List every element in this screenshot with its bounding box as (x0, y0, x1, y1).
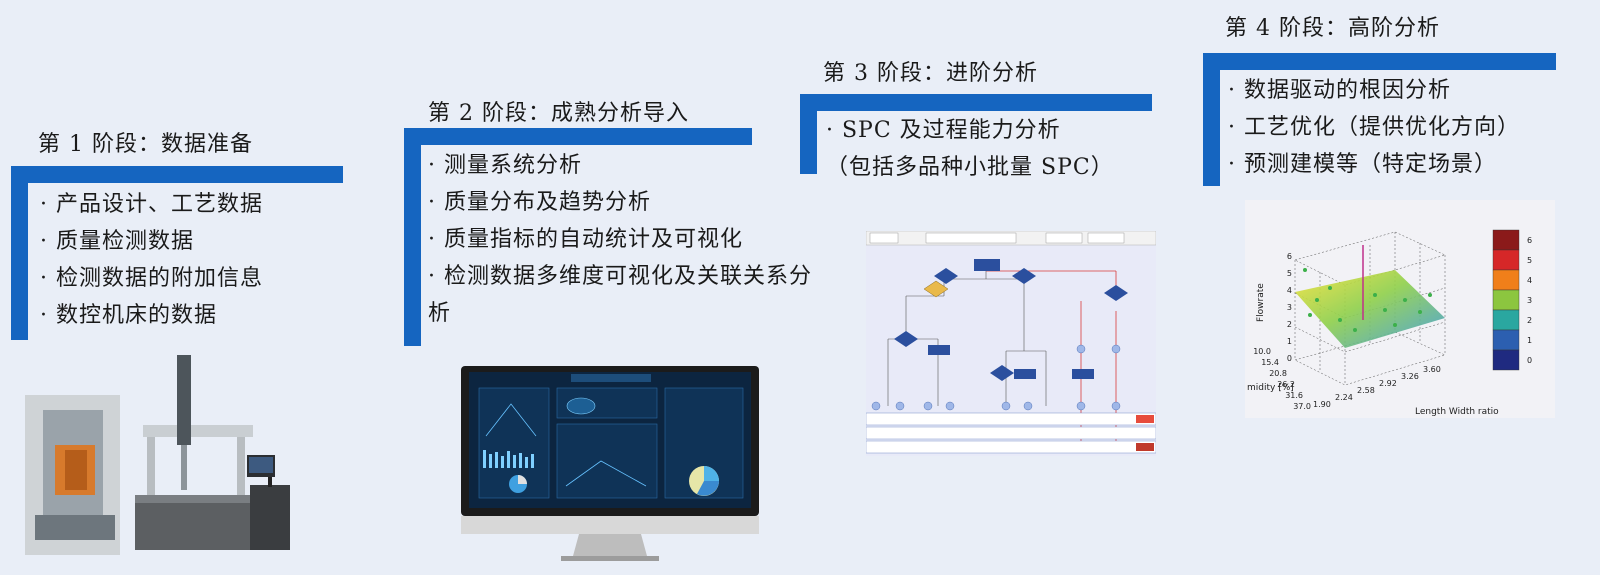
y-tick: 26.2 (1277, 380, 1295, 389)
stage-3-hbar (800, 94, 1152, 111)
x-tick: 2.92 (1379, 379, 1397, 388)
stage-1-hbar (11, 166, 343, 183)
colorbar-swatch (1492, 269, 1520, 291)
z-tick: 4 (1287, 286, 1292, 295)
x-tick: 3.26 (1401, 372, 1419, 381)
y-tick: 31.6 (1285, 391, 1303, 400)
stage-2-item: · 检测数据多维度可视化及关联关系分析 (428, 264, 812, 326)
z-tick: 1 (1287, 337, 1292, 346)
stage-4-item: · 预测建模等（特定场景） (1228, 152, 1497, 177)
stage-2-item: · 质量指标的自动统计及可视化 (428, 227, 743, 252)
stage-3-item: （包括多品种小批量 SPC） (826, 155, 1114, 180)
stage-2-hbar (404, 128, 752, 145)
y-tick: 10.0 (1253, 347, 1271, 356)
colorbar-label: 1 (1527, 336, 1532, 345)
colorbar-label: 2 (1527, 316, 1532, 325)
colorbar-label: 5 (1527, 256, 1532, 265)
stage-3-items: · SPC 及过程能力分析 （包括多品种小批量 SPC） (826, 112, 1114, 186)
machine-photo (25, 350, 297, 555)
stage-1-items: · 产品设计、工艺数据 · 质量检测数据 · 检测数据的附加信息 · 数控机床的… (40, 186, 263, 334)
colorbar-label: 0 (1527, 356, 1532, 365)
stage-1-item: · 检测数据的附加信息 (40, 266, 263, 291)
dashboard-monitor (461, 366, 759, 561)
stage-1-vbar (11, 166, 28, 340)
stage-4-item: · 数据驱动的根因分析 (1228, 78, 1451, 103)
z-tick: 2 (1287, 320, 1292, 329)
colorbar-swatch (1492, 289, 1520, 311)
x-tick: 1.90 (1313, 400, 1331, 409)
stage-3-title: 第 3 阶段：进阶分析 (823, 61, 1038, 86)
colorbar: 6 5 4 3 2 1 0 (1492, 229, 1532, 371)
stage-4-vbar (1203, 53, 1220, 186)
stage-2-item: · 质量分布及趋势分析 (428, 190, 651, 215)
stage-3-vbar (800, 94, 817, 174)
colorbar-swatch (1492, 229, 1520, 251)
stage-2-vbar (404, 128, 421, 346)
z-tick: 6 (1287, 252, 1292, 261)
colorbar-label: 3 (1527, 296, 1532, 305)
3d-surface-plot: 6 5 4 3 2 1 0 Flowrate 10.0 15.4 20.8 26… (1245, 200, 1555, 418)
stage-1-item: · 产品设计、工艺数据 (40, 192, 263, 217)
x-tick: 2.58 (1357, 386, 1375, 395)
y-axis-label: midity [%] (1247, 383, 1294, 393)
z-tick: 0 (1287, 354, 1292, 363)
x-axis-label: Length Width ratio (1415, 407, 1499, 417)
stage-1-item: · 数控机床的数据 (40, 303, 217, 328)
stage-4-item: · 工艺优化（提供优化方向） (1228, 115, 1520, 140)
x-tick: 2.24 (1335, 393, 1353, 402)
y-tick: 37.0 (1293, 402, 1311, 411)
colorbar-swatch (1492, 309, 1520, 331)
colorbar-label: 4 (1527, 276, 1532, 285)
y-tick: 20.8 (1269, 369, 1287, 378)
stage-3-item: · SPC 及过程能力分析 (826, 118, 1061, 143)
z-tick: 5 (1287, 269, 1292, 278)
stage-1-title: 第 1 阶段：数据准备 (38, 132, 253, 157)
stage-4-hbar (1203, 53, 1556, 70)
stage-2-items: · 测量系统分析 · 质量分布及趋势分析 · 质量指标的自动统计及可视化 · 检… (428, 147, 813, 332)
stage-4-items: · 数据驱动的根因分析 · 工艺优化（提供优化方向） · 预测建模等（特定场景） (1228, 72, 1520, 183)
colorbar-swatch (1492, 349, 1520, 371)
z-axis-label: Flowrate (1256, 283, 1266, 322)
stage-4-title: 第 4 阶段：高阶分析 (1225, 16, 1440, 41)
spc-flowchart (866, 231, 1156, 456)
stage-2-item: · 测量系统分析 (428, 153, 582, 178)
colorbar-swatch (1492, 249, 1520, 271)
x-tick: 3.60 (1423, 365, 1441, 374)
y-tick: 15.4 (1261, 358, 1279, 367)
z-tick: 3 (1287, 303, 1292, 312)
stage-1-item: · 质量检测数据 (40, 229, 194, 254)
colorbar-label: 6 (1527, 236, 1532, 245)
stage-2-title: 第 2 阶段：成熟分析导入 (428, 101, 689, 126)
colorbar-swatch (1492, 329, 1520, 351)
